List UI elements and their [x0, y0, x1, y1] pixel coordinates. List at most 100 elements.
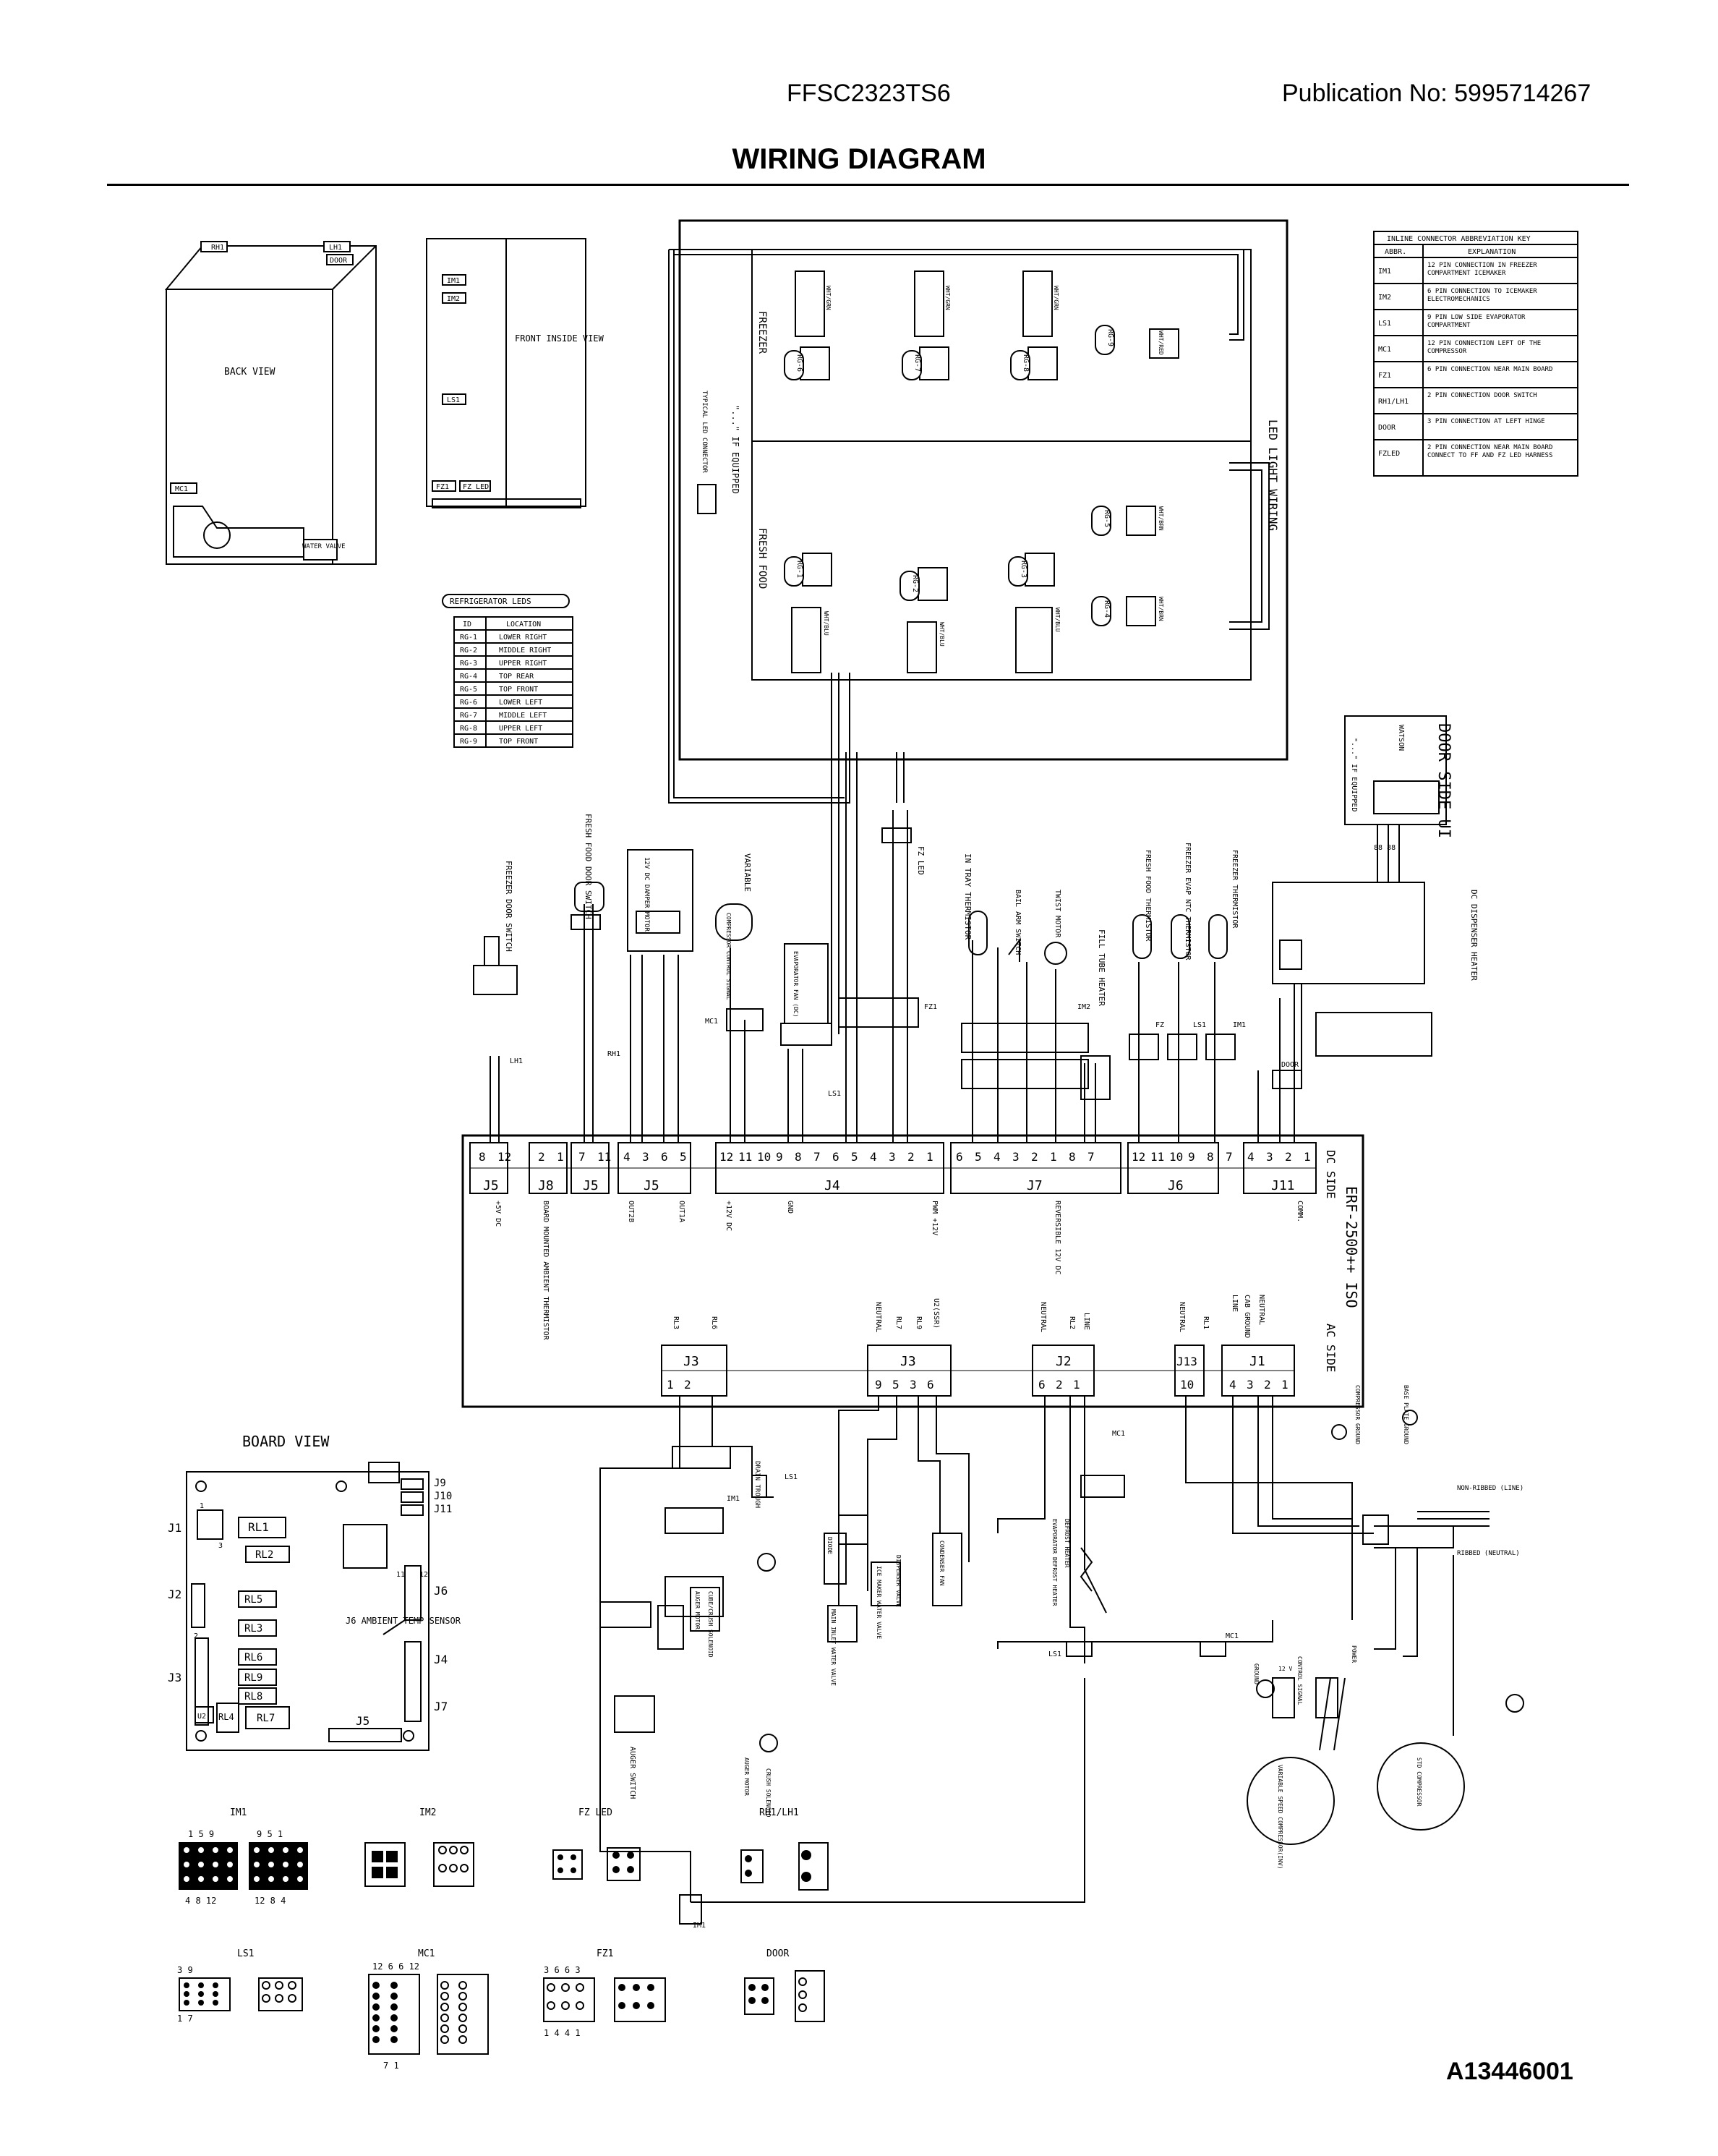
led-row-id: RG-1	[460, 634, 477, 642]
led-row-location: LOWER LEFT	[499, 699, 542, 707]
connector-pin	[557, 1854, 563, 1860]
icemaker-valve-label: ICE MAKER WATER VALVE	[876, 1566, 882, 1639]
connector-pin	[252, 1875, 261, 1883]
board-pin-number: 12	[719, 1150, 733, 1164]
connector-pin	[252, 1846, 261, 1854]
im1-bottom-pins-2: 12 8 4	[255, 1896, 286, 1906]
connector-pin	[390, 2036, 398, 2043]
board-pin-number: 2	[1031, 1150, 1038, 1164]
board-out2b-label: OUT2B	[627, 1201, 635, 1222]
back-view-panel: RH1 LH1 DOOR BACK VIEW MC1 WATER VALVE	[164, 241, 377, 565]
bv-j2: J2	[168, 1588, 181, 1601]
connector-pin	[547, 1983, 555, 1992]
connector-pin	[211, 1846, 220, 1854]
board-pin-number: 7	[813, 1150, 821, 1164]
bv-j7: J7	[434, 1700, 448, 1713]
board-pin-number: 12	[497, 1150, 511, 1164]
im1-bottom-pins: 4 8 12	[185, 1896, 216, 1906]
connector-pin	[184, 1982, 189, 1988]
auger-motor-label-2: AUGER MOTOR	[743, 1757, 750, 1796]
connector-pin	[798, 2003, 807, 2012]
connector-pin	[372, 2003, 380, 2011]
bv-j9: J9	[434, 1478, 446, 1489]
wire-color-label: WHT/GRN	[944, 286, 951, 310]
front-inside-view-label: FRONT INSIDE VIEW	[515, 333, 604, 344]
dc-heater-label: DC DISPENSER HEATER	[1469, 890, 1479, 981]
j3b-label: J3	[900, 1354, 916, 1369]
abbrev-row-abbr: FZ1	[1378, 372, 1391, 380]
board-pin-number: 8	[795, 1150, 802, 1164]
led-row-id: RG-4	[460, 673, 477, 681]
connector-pin	[458, 2003, 467, 2011]
conn-im2-title: IM2	[419, 1807, 436, 1818]
connector-pin	[184, 1991, 189, 1997]
board-pin-number: 11	[738, 1150, 752, 1164]
board-pin-number: 7	[1226, 1150, 1233, 1164]
fz1-bottom-pins: 1 4 4 1	[544, 2028, 581, 2038]
board-pwm-label: PWM +12V	[931, 1201, 939, 1235]
wire-color-label: WHT/GRN	[825, 286, 832, 310]
dc-components: WATSON DOOR SIDE UI "..." IF EQUIPPED 88…	[473, 715, 1479, 1143]
connector-pin	[182, 1860, 191, 1869]
j11-label: J11	[1271, 1178, 1295, 1193]
j5a-label: J5	[483, 1178, 499, 1193]
abbrev-row-expl: 2 PIN CONNECTION DOOR SWITCH	[1427, 392, 1537, 399]
ui-digits: 88 88	[1374, 844, 1396, 852]
drain-trough-label: DRAIN TROUGH	[753, 1461, 761, 1508]
board-pin-number: 2	[1264, 1378, 1271, 1392]
abbrev-row-expl: 12 PIN CONNECTION IN FREEZER	[1427, 262, 1537, 269]
bv-pin-2: 2	[194, 1632, 198, 1640]
freezer-label: FREEZER	[756, 311, 768, 354]
led-marker	[1008, 556, 1028, 587]
connector-pin	[761, 1997, 769, 2004]
board-pin-number: 3	[1247, 1378, 1254, 1392]
board-pin-number: 2	[684, 1378, 691, 1392]
dc-side-label: DC SIDE	[1324, 1150, 1338, 1198]
connector-pin	[633, 2002, 640, 2009]
fz1-top-pins: 3 6 6 3	[544, 1965, 581, 1975]
connector-pin	[372, 2036, 380, 2043]
diode-label: DIODE	[826, 1537, 833, 1554]
mc1-inline-label: MC1	[705, 1018, 718, 1026]
abbrev-row-expl: ELECTROMECHANICS	[1427, 296, 1490, 303]
board-pin-number: 11	[597, 1150, 611, 1164]
front-inside-view-panel: IM1 IM2 LS1 FZ1 FZ LED FRONT INSIDE VIEW	[426, 238, 604, 508]
wire-color-label: WHT/BLU	[939, 622, 945, 647]
connector-pin	[748, 1984, 756, 1991]
ac-mc1-label: MC1	[1112, 1430, 1125, 1438]
connector-pin	[612, 1852, 620, 1859]
board-pin-number: 12	[1132, 1150, 1145, 1164]
board-pin-number: 3	[889, 1150, 896, 1164]
connector-pin	[440, 2003, 449, 2011]
board-rl6-label: RL6	[710, 1316, 718, 1329]
board-view: BOARD VIEW J1 J2 J3 J4 J5 J6 J7 J	[168, 1433, 461, 1751]
connector-pin	[647, 1984, 654, 1991]
ground-label: GROUND	[1253, 1663, 1260, 1684]
connector-pin	[226, 1860, 234, 1869]
connector-pin	[390, 2014, 398, 2021]
abbrev-row-abbr: FZLED	[1378, 450, 1400, 458]
conn-fzled-title: FZ LED	[578, 1807, 612, 1818]
connector-pin	[197, 1846, 205, 1854]
bail-arm-switch-label: BAIL ARM SWITCH	[1014, 890, 1022, 955]
bv-rl8: RL8	[244, 1691, 262, 1703]
std-compressor-label: STD COMPRESSOR	[1416, 1757, 1422, 1807]
connector-pin	[372, 1993, 380, 2000]
connector-pin	[262, 1994, 270, 2003]
ls1-inline-label-2: LS1	[828, 1090, 841, 1098]
base-plate-ground-label: BASE PLATE GROUND	[1403, 1385, 1409, 1444]
mc1-bottom-pins: 7 1	[383, 2061, 399, 2071]
led-marker	[902, 350, 922, 380]
connector-pin	[390, 2025, 398, 2032]
board-gnd-label: GND	[786, 1201, 794, 1214]
connector-drawings: IM1 IM2 FZ LED RH1/LH1 LS1 MC1 FZ1 DOOR …	[177, 1807, 829, 2071]
bv-j3: J3	[168, 1671, 181, 1684]
bv-j5: J5	[356, 1714, 369, 1728]
connector-pin	[801, 1850, 811, 1860]
connector-pin	[618, 1984, 625, 1991]
abbrev-head-abbr: ABBR.	[1385, 248, 1406, 256]
led-row-id: RG-6	[460, 699, 477, 707]
connector-pin	[561, 2001, 570, 2010]
connector-pin	[458, 2024, 467, 2033]
